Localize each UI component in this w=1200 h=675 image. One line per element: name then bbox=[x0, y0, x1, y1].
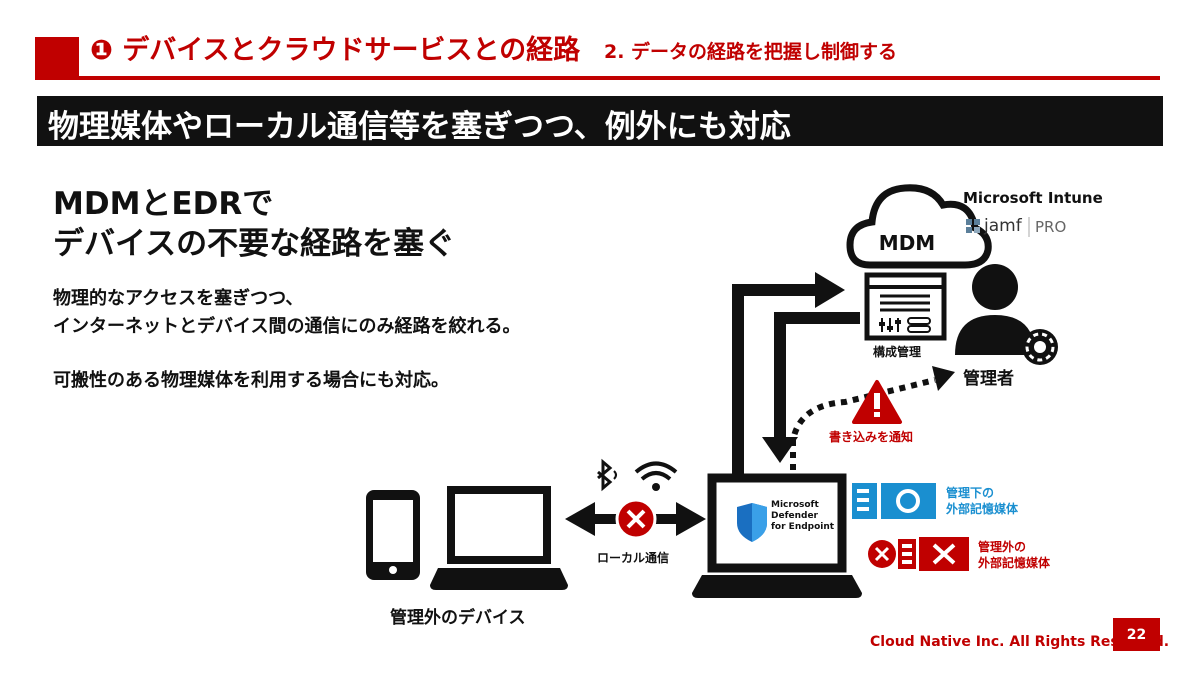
notify-arrow bbox=[790, 366, 955, 482]
bluetooth-icon bbox=[597, 458, 617, 492]
copyright-text: Cloud Native Inc. All Rights Reserved. bbox=[870, 634, 1170, 650]
intune-label: Microsoft Intune bbox=[963, 189, 1103, 207]
admin-icon bbox=[955, 264, 1035, 355]
managed-media-label: 管理下の 外部記憶媒体 bbox=[946, 485, 1018, 517]
mdm-cloud-icon bbox=[846, 184, 992, 269]
managed-media-line-2: 外部記憶媒体 bbox=[946, 502, 1019, 516]
unmanaged-media-line-1: 管理外の bbox=[978, 540, 1027, 554]
defender-label: Microsoft Defender for Endpoint bbox=[771, 500, 834, 533]
local-comm-arrow bbox=[565, 498, 706, 540]
config-label: 構成管理 bbox=[873, 345, 922, 359]
section-subtitle: 2. データの経路を把握し制御する bbox=[604, 41, 898, 63]
banner-title: 物理媒体やローカル通信等を塞ぎつつ、例外にも対応 bbox=[48, 109, 791, 145]
unmanaged-devices-label: 管理外のデバイス bbox=[390, 608, 526, 628]
defender-shield-icon bbox=[737, 503, 767, 542]
defender-line-3: for Endpoint bbox=[771, 522, 835, 532]
title-banner bbox=[37, 96, 1163, 146]
gear-icon bbox=[1022, 329, 1058, 365]
header-divider bbox=[35, 76, 1160, 80]
unmanaged-media-icon bbox=[868, 537, 969, 571]
header-accent-square bbox=[35, 37, 79, 79]
defender-line-1: Microsoft bbox=[771, 500, 819, 510]
mdm-upload-arrow bbox=[732, 272, 845, 475]
local-comm-label: ローカル通信 bbox=[597, 551, 670, 565]
jamf-label: jamf bbox=[984, 216, 1022, 236]
config-management-icon bbox=[864, 272, 947, 341]
body-line-3: 可搬性のある物理媒体を利用する場合にも対応。 bbox=[53, 370, 449, 391]
mdm-label: MDM bbox=[878, 231, 936, 255]
main-heading-line2: デバイスの不要な経路を塞ぐ bbox=[53, 226, 456, 262]
admin-label: 管理者 bbox=[963, 369, 1014, 389]
page-number: 22 bbox=[1126, 627, 1147, 643]
managed-media-line-1: 管理下の bbox=[946, 486, 995, 500]
jamf-logo-icon bbox=[966, 217, 1030, 237]
unmanaged-laptop-icon bbox=[430, 486, 568, 590]
page-number-box bbox=[1113, 618, 1160, 651]
managed-laptop-icon bbox=[692, 473, 862, 598]
smartphone-icon bbox=[366, 490, 420, 580]
wifi-icon bbox=[634, 461, 678, 491]
notify-label: 書き込みを通知 bbox=[829, 430, 914, 444]
managed-media-icon bbox=[852, 483, 936, 519]
section-title: ❶ デバイスとクラウドサービスとの経路 bbox=[90, 35, 581, 66]
jamf-pro-label: PRO bbox=[1035, 218, 1067, 236]
unmanaged-media-label: 管理外の 外部記憶媒体 bbox=[978, 539, 1050, 571]
defender-line-2: Defender bbox=[771, 511, 818, 521]
mdm-download-arrow bbox=[762, 312, 860, 463]
body-line-1: 物理的なアクセスを塞ぎつつ、 bbox=[53, 288, 304, 309]
unmanaged-media-line-2: 外部記憶媒体 bbox=[978, 556, 1051, 570]
body-line-2: インターネットとデバイス間の通信にのみ経路を絞れる。 bbox=[53, 316, 521, 337]
warning-icon bbox=[852, 380, 902, 424]
main-heading-line1: MDMとEDRで bbox=[53, 186, 274, 222]
